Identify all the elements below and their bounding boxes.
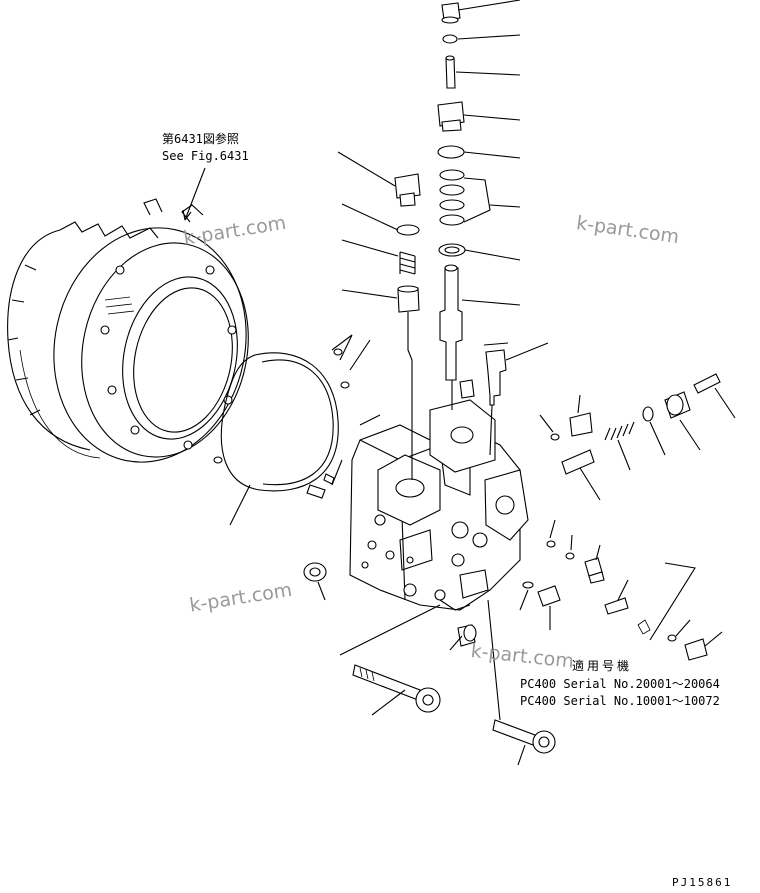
gasket xyxy=(220,352,339,492)
assembly-line xyxy=(407,312,413,480)
spool xyxy=(439,264,463,381)
drawing-code: PJ15861 xyxy=(672,876,733,889)
o-ring xyxy=(442,34,458,44)
pin xyxy=(445,55,456,89)
serial-parts-bracket xyxy=(604,562,708,661)
plug-small xyxy=(584,557,605,584)
serial-note-heading: 適用号機 xyxy=(572,659,633,673)
plunger xyxy=(561,449,595,475)
adapter xyxy=(664,391,691,419)
small-o-ring xyxy=(546,540,556,548)
small-o-ring xyxy=(550,433,560,441)
plug-lower xyxy=(537,585,561,607)
figure-reference-en: See Fig.6431 xyxy=(162,149,249,163)
callout-leaders xyxy=(229,0,736,766)
spring xyxy=(399,251,416,275)
serial-note-line-2: PC400 Serial No.10001～10072 xyxy=(520,694,720,708)
figure-reference-jp: 第6431図参照 xyxy=(162,132,239,146)
small-o-ring xyxy=(340,381,350,389)
dowel-pin xyxy=(306,484,326,499)
spring-right xyxy=(604,421,635,441)
plug-left xyxy=(394,173,421,207)
cap-left xyxy=(303,562,327,582)
small-o-ring xyxy=(333,348,343,356)
final-drive-housing xyxy=(7,198,249,463)
small-plug xyxy=(459,379,475,399)
o-ring xyxy=(437,145,465,159)
cap-nut xyxy=(569,412,593,437)
sleeve xyxy=(397,285,420,313)
small-o-ring xyxy=(565,552,575,560)
sleeve-collar xyxy=(457,624,477,647)
small-o-ring xyxy=(522,581,534,589)
solenoid-valve xyxy=(483,342,509,406)
plug-top xyxy=(441,2,461,24)
long-bolt xyxy=(352,664,441,713)
backup-rings xyxy=(439,169,465,226)
valve-body xyxy=(349,399,529,611)
reference-leader xyxy=(184,167,206,221)
serial-note-line-1: PC400 Serial No.20001～20064 xyxy=(520,677,720,691)
fitting xyxy=(693,373,721,394)
small-o-ring xyxy=(213,456,223,464)
long-bolt xyxy=(492,719,556,754)
collar xyxy=(438,243,466,257)
plug-large xyxy=(437,101,465,132)
o-ring xyxy=(396,224,420,236)
o-ring xyxy=(642,406,654,422)
